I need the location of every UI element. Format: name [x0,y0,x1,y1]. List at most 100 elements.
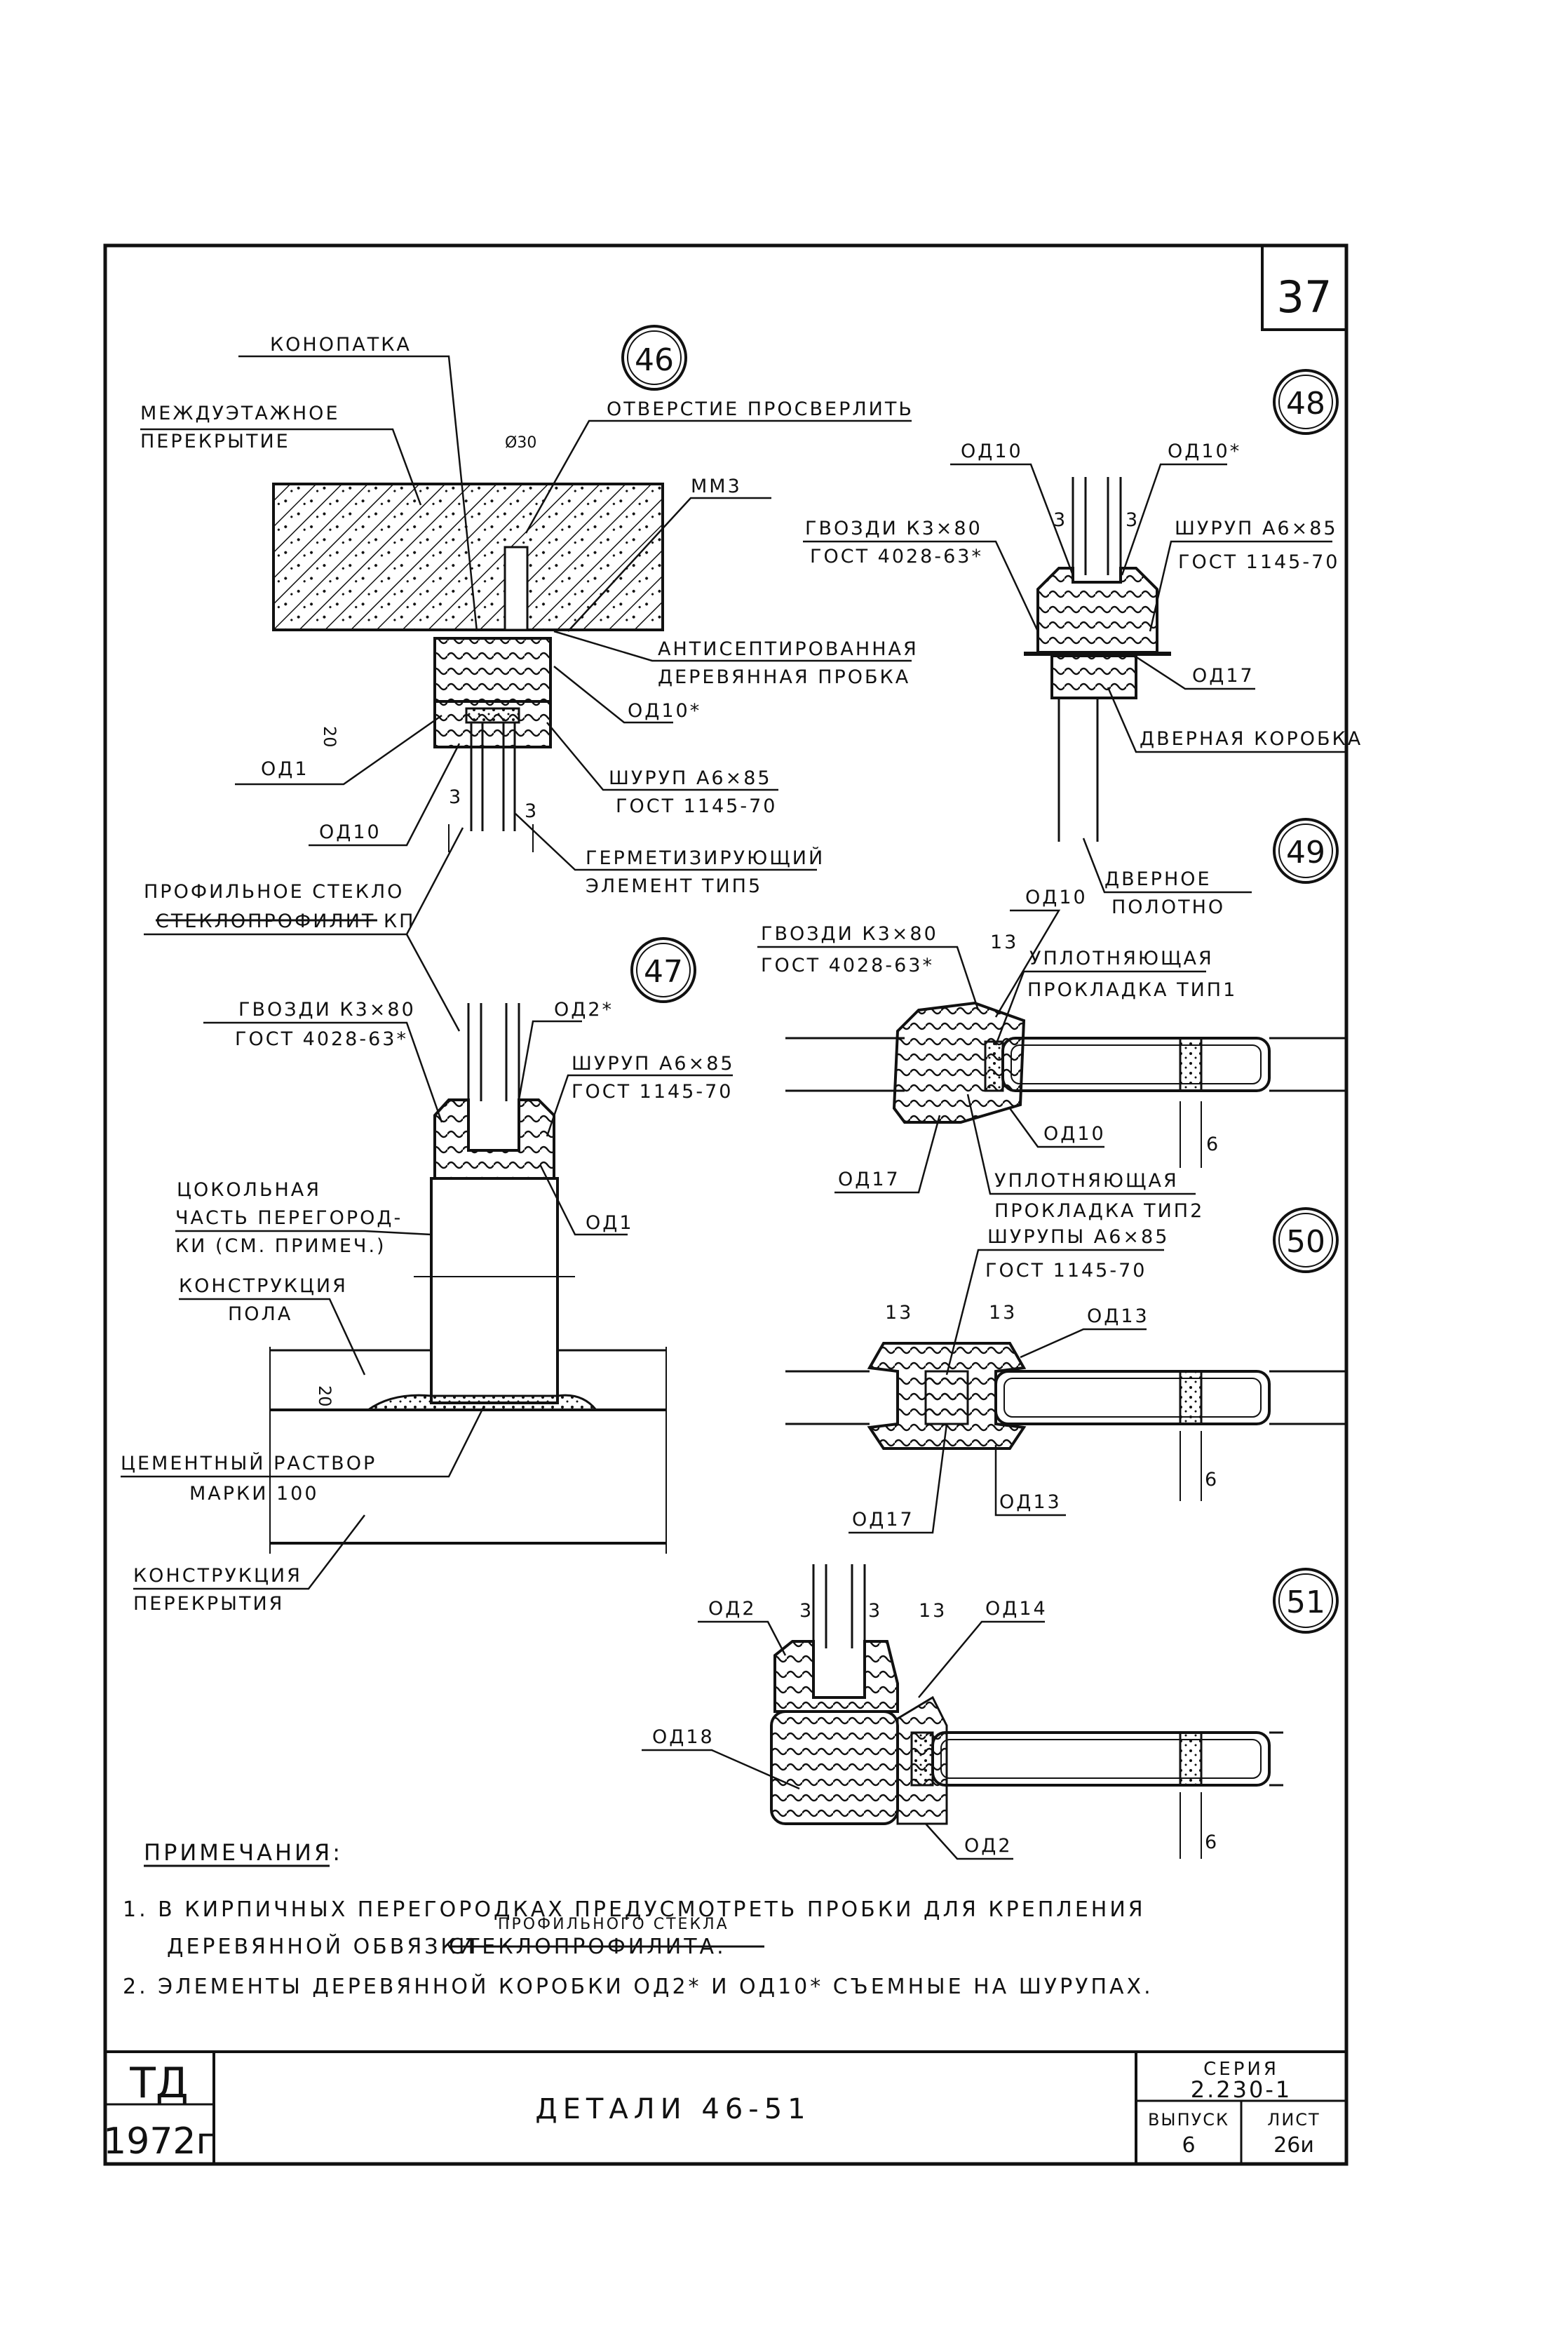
svg-text:ГЕРМЕТИЗИРУЮЩИЙ: ГЕРМЕТИЗИРУЮЩИЙ [586,847,825,869]
svg-text:ПОЛА: ПОЛА [228,1303,292,1325]
svg-text:ОД10*: ОД10* [1168,441,1241,462]
note-2: 2. ЭЛЕМЕНТЫ ДЕРЕВЯННОЙ КОРОБКИ ОД2* И ОД… [123,1974,1154,1999]
svg-text:ОД1: ОД1 [586,1212,634,1234]
svg-text:ОД10: ОД10 [319,821,381,843]
svg-text:ОТВЕРСТИЕ ПРОСВЕРЛИТЬ: ОТВЕРСТИЕ ПРОСВЕРЛИТЬ [607,398,914,420]
svg-text:ЭЛЕМЕНТ ТИП5: ЭЛЕМЕНТ ТИП5 [586,875,762,897]
svg-text:МАРКИ 100: МАРКИ 100 [189,1483,319,1505]
svg-text:ГОСТ 1145-70: ГОСТ 1145-70 [616,795,777,817]
svg-text:ГВОЗДИ К3×80: ГВОЗДИ К3×80 [761,923,938,945]
detail-47 [269,1003,667,1554]
note-1-insert: ПРОФИЛЬНОГО СТЕКЛА [498,1916,729,1933]
svg-text:ДВЕРНОЕ: ДВЕРНОЕ [1104,868,1212,890]
svg-text:ОД10*: ОД10* [628,700,701,722]
svg-text:ЛИСТ: ЛИСТ [1267,2110,1320,2130]
sheet-number: 37 [1277,271,1332,323]
svg-text:ОД10: ОД10 [1043,1123,1106,1145]
detail-46-labels: КОНОПАТКА МЕЖДУЭТАЖНОЕ ПЕРЕКРЫТИЕ ОТВЕРС… [140,334,919,897]
svg-text:47: 47 [644,954,683,990]
notes-heading: ПРИМЕЧАНИЯ: [144,1839,343,1866]
svg-text:ОД2*: ОД2* [554,999,614,1021]
profile-glass-label: ПРОФИЛЬНОЕ СТЕКЛО СТЕКЛОПРОФИЛИТ КП [144,827,464,1032]
marker-50: 50 [1273,1207,1339,1273]
svg-text:ГВОЗДИ К3×80: ГВОЗДИ К3×80 [238,999,416,1021]
marker-51: 51 [1273,1568,1339,1634]
svg-text:6: 6 [1205,1469,1219,1491]
svg-text:3: 3 [449,786,463,808]
svg-text:ПЕРЕКРЫТИЯ: ПЕРЕКРЫТИЯ [133,1593,284,1615]
svg-text:ОД18: ОД18 [652,1726,715,1748]
detail-markers: 46 47 48 49 50 51 [621,325,1339,1634]
marker-49: 49 [1273,818,1339,884]
svg-text:ГОСТ 1145-70: ГОСТ 1145-70 [1178,551,1339,573]
svg-text:48: 48 [1286,386,1325,422]
svg-text:ОД10: ОД10 [1025,887,1088,908]
svg-text:46: 46 [635,342,674,378]
svg-text:ГОСТ 4028-63*: ГОСТ 4028-63* [761,955,934,976]
svg-text:ОД13: ОД13 [999,1491,1062,1513]
svg-text:КИ (СМ. ПРИМЕЧ.): КИ (СМ. ПРИМЕЧ.) [175,1235,386,1257]
svg-text:ММ3: ММ3 [691,476,742,497]
svg-text:51: 51 [1286,1585,1325,1620]
svg-text:ГВОЗДИ К3×80: ГВОЗДИ К3×80 [805,518,982,539]
svg-text:ГОСТ 1145-70: ГОСТ 1145-70 [572,1081,733,1103]
marker-47: 47 [630,937,696,1003]
svg-text:КОНСТРУКЦИЯ: КОНСТРУКЦИЯ [179,1275,348,1297]
svg-text:ЦЕМЕНТНЫЙ РАСТВОР: ЦЕМЕНТНЫЙ РАСТВОР [121,1452,377,1474]
note-1-line-a: 1. В КИРПИЧНЫХ ПЕРЕГОРОДКАХ ПРЕДУСМОТРЕТ… [123,1897,1146,1922]
label-konopatka: КОНОПАТКА [270,334,412,356]
year: 1972г [103,2120,215,2163]
svg-text:13: 13 [885,1302,913,1324]
svg-text:УПЛОТНЯЮЩАЯ: УПЛОТНЯЮЩАЯ [994,1170,1179,1192]
detail-46 [272,483,664,852]
detail-50-labels: ШУРУПЫ А6×85 ГОСТ 1145-70 13 13 ОД13 ОД1… [849,1226,1219,1534]
detail-48-labels: ОД10 ОД10* 3 3 ГВОЗДИ К3×80 ГОСТ 4028-63… [803,441,1363,918]
svg-text:20: 20 [315,1385,334,1407]
sheet-frame: 37 [103,243,1349,2166]
svg-text:13: 13 [919,1600,947,1622]
svg-text:3: 3 [1053,509,1067,531]
svg-text:ГОСТ 1145-70: ГОСТ 1145-70 [985,1260,1147,1282]
svg-text:ОД2: ОД2 [708,1598,757,1620]
svg-text:ПОЛОТНО: ПОЛОТНО [1111,896,1225,918]
notes: ПРИМЕЧАНИЯ: 1. В КИРПИЧНЫХ ПЕРЕГОРОДКАХ … [123,1839,1154,1999]
detail-51 [770,1564,1283,1825]
svg-text:13: 13 [989,1302,1017,1324]
svg-text:ОД13: ОД13 [1087,1305,1149,1327]
detail-48 [1024,477,1171,842]
svg-text:ОД17: ОД17 [852,1509,914,1531]
slab-46 [272,483,664,631]
detail-47-labels: ГВОЗДИ К3×80 ГОСТ 4028-63* ОД2* ШУРУП А6… [121,999,735,1615]
svg-text:3: 3 [525,800,539,822]
svg-text:ВЫПУСК: ВЫПУСК [1148,2110,1229,2130]
svg-text:ГОСТ 4028-63*: ГОСТ 4028-63* [810,546,983,567]
svg-text:ЦОКОЛЬНАЯ: ЦОКОЛЬНАЯ [177,1179,321,1201]
marker-46: 46 [621,325,687,391]
svg-text:ОД14: ОД14 [985,1598,1048,1620]
svg-text:3: 3 [868,1600,882,1622]
detail-51-labels: ОД2 3 3 13 ОД14 ОД18 ОД2 6 [642,1598,1219,1860]
svg-text:ПЕРЕКРЫТИЕ: ПЕРЕКРЫТИЕ [140,431,290,452]
svg-text:ПРОФИЛЬНОЕ СТЕКЛО: ПРОФИЛЬНОЕ СТЕКЛО [144,881,404,903]
svg-text:УПЛОТНЯЮЩАЯ: УПЛОТНЯЮЩАЯ [1029,948,1214,969]
svg-text:ШУРУПЫ А6×85: ШУРУПЫ А6×85 [987,1226,1169,1248]
svg-text:АНТИСЕПТИРОВАННАЯ: АНТИСЕПТИРОВАННАЯ [658,638,919,660]
svg-text:ЧАСТЬ ПЕРЕГОРОД-: ЧАСТЬ ПЕРЕГОРОД- [175,1207,403,1229]
svg-text:ОД2: ОД2 [964,1835,1013,1857]
svg-text:ДВЕРНАЯ КОРОБКА: ДВЕРНАЯ КОРОБКА [1140,728,1363,750]
svg-text:6: 6 [1206,1134,1220,1155]
svg-text:6: 6 [1205,1831,1219,1853]
svg-text:49: 49 [1286,835,1325,870]
svg-text:ШУРУП А6×85: ШУРУП А6×85 [1175,518,1338,539]
issue-number: 6 [1182,2133,1195,2158]
svg-text:ОД10: ОД10 [961,441,1023,462]
note-1-line-b: ДЕРЕВЯННОЙ ОБВЯЗКИ [167,1934,477,1959]
svg-text:ГОСТ 4028-63*: ГОСТ 4028-63* [235,1028,408,1050]
svg-text:ШУРУП А6×85: ШУРУП А6×85 [572,1053,735,1075]
svg-text:ПРОКЛАДКА ТИП2: ПРОКЛАДКА ТИП2 [994,1200,1204,1222]
svg-text:МЕЖДУЭТАЖНОЕ: МЕЖДУЭТАЖНОЕ [140,403,340,424]
svg-text:ОД17: ОД17 [1192,665,1255,687]
svg-text:20: 20 [320,726,339,748]
svg-text:ПРОКЛАДКА ТИП1: ПРОКЛАДКА ТИП1 [1027,979,1237,1001]
